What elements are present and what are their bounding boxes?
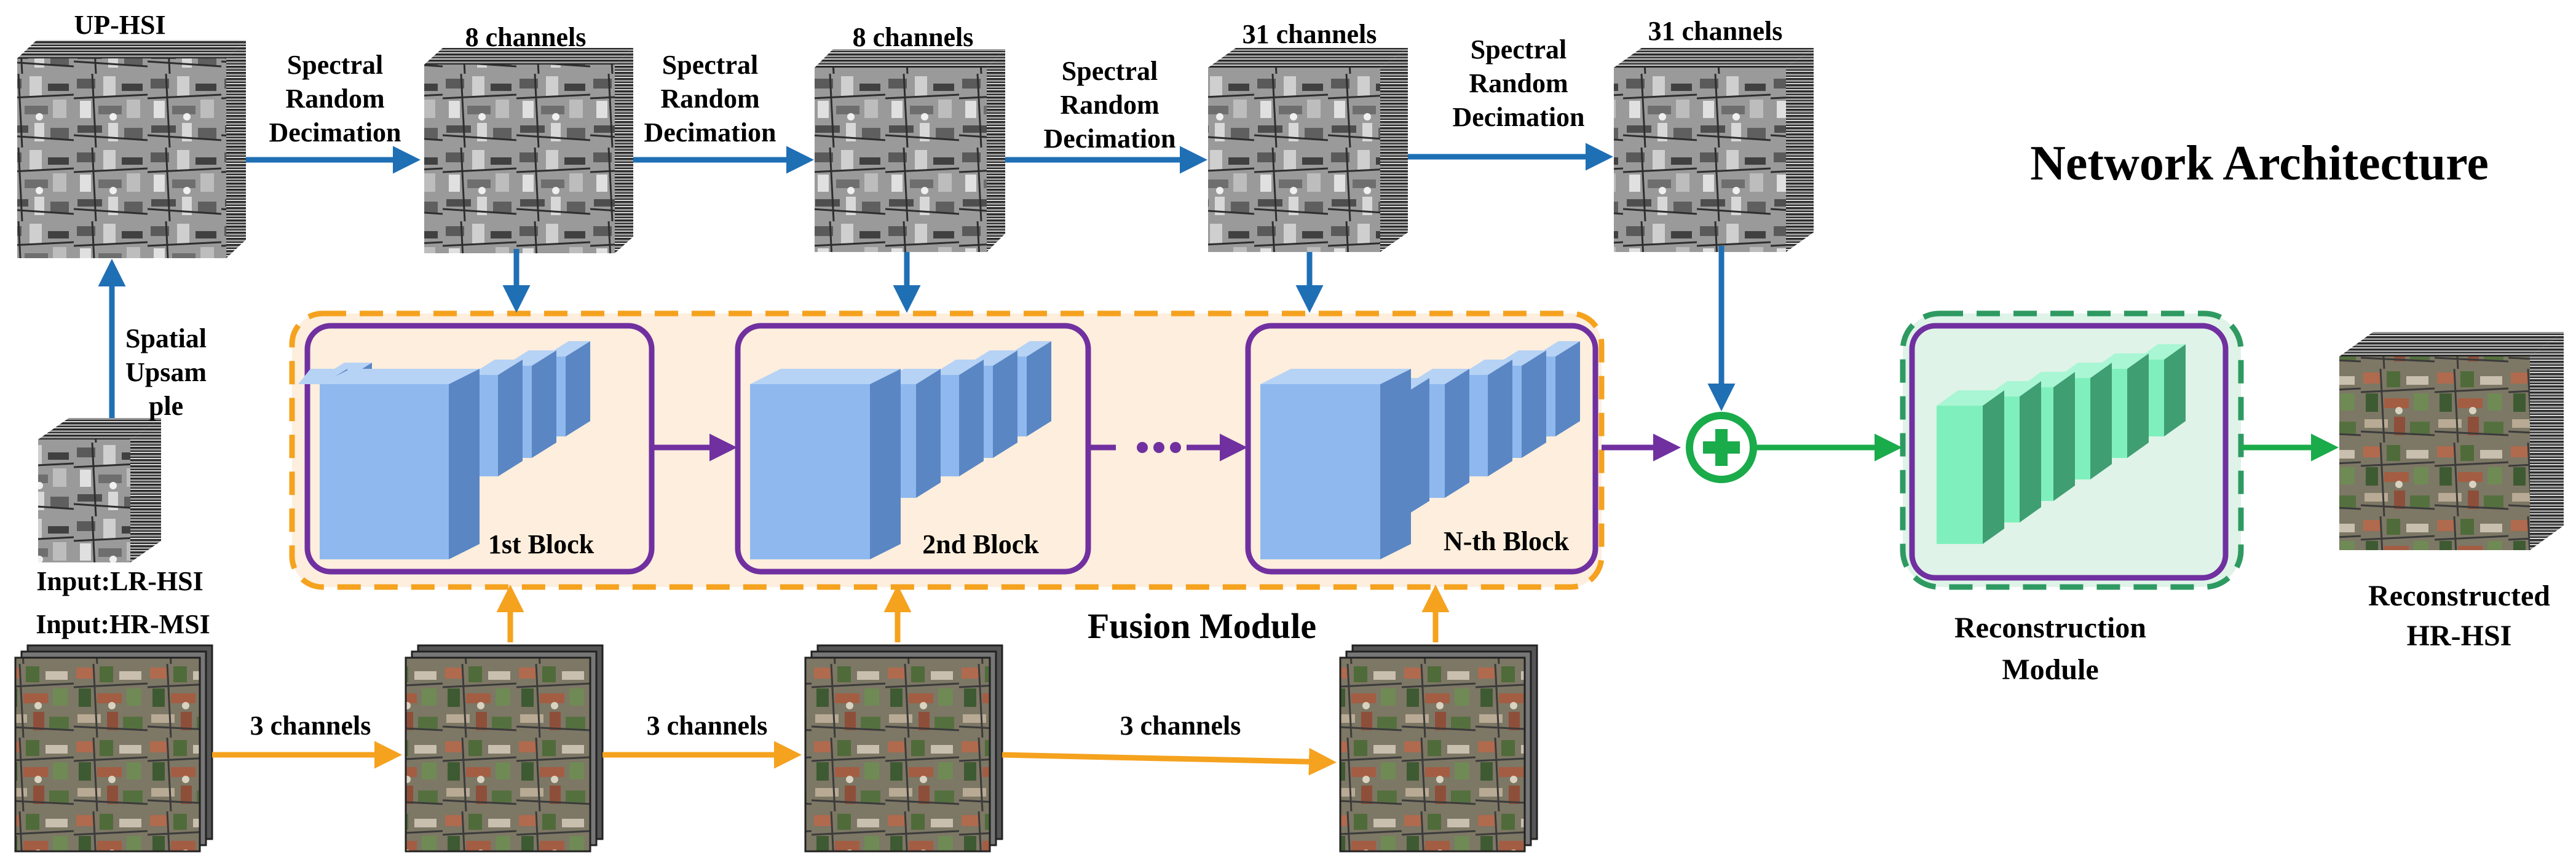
fusion-block-2	[735, 323, 1091, 575]
cube-label-8ch-b: 8 channels	[853, 22, 974, 52]
reconstruction-label-line: Reconstruction	[1954, 612, 2146, 644]
fusion-block-n	[1245, 323, 1598, 575]
up-hsi-cube	[17, 40, 246, 258]
decimation-label-2: Spectral Random Decimation	[644, 50, 776, 148]
block-n-label: N-th Block	[1444, 526, 1570, 556]
ellipsis-icon	[1137, 442, 1181, 453]
msi-stack-2	[804, 644, 1003, 853]
fusion-block-1-layers	[298, 341, 590, 559]
decimation-label-line: Random	[285, 84, 384, 114]
input-hr-msi-label: Input:HR-MSI	[36, 609, 210, 639]
msi-channel-label-2: 3 channels	[647, 711, 768, 741]
hsi-cube-31ch-a	[1208, 48, 1408, 252]
decimation-label-line: Random	[1469, 68, 1568, 98]
decimation-label-line: Spectral	[662, 50, 758, 80]
hsi-cube-8ch-a	[424, 48, 633, 253]
diagram-title: Network Architecture	[2030, 136, 2489, 191]
decimation-label-line: Spectral	[1062, 56, 1158, 86]
decimation-label-line: Decimation	[269, 117, 401, 148]
msi-stack-3	[1339, 644, 1538, 853]
hsi-cube-31ch-b	[1614, 48, 1814, 252]
output-label: Reconstructed HR-HSI	[2368, 580, 2550, 652]
decimation-label-line: Decimation	[1452, 102, 1584, 132]
hsi-cube-8ch-b	[815, 49, 1005, 252]
spatial-upsample-line: Upsam	[125, 357, 207, 387]
reconstruction-label-line: Module	[2002, 653, 2098, 686]
lr-hsi-cube	[38, 418, 161, 562]
decimation-label-line: Decimation	[1043, 124, 1175, 154]
decimation-label-line: Random	[660, 84, 759, 114]
cube-label-31ch-b: 31 channels	[1648, 16, 1783, 46]
reconstruction-module-label: Reconstruction Module	[1954, 612, 2146, 686]
msi-stack-input	[14, 644, 213, 853]
decimation-label-4: Spectral Random Decimation	[1452, 34, 1584, 132]
output-label-line: Reconstructed	[2368, 580, 2550, 612]
fusion-block-1	[298, 323, 655, 575]
decimation-label-3: Spectral Random Decimation	[1043, 56, 1175, 154]
block-1-label: 1st Block	[488, 529, 595, 559]
spatial-upsample-line: ple	[149, 391, 183, 421]
plus-circle-icon	[1686, 412, 1757, 483]
fusion-module-label: Fusion Module	[1088, 606, 1316, 646]
msi-channel-label-1: 3 channels	[250, 711, 371, 741]
decimation-label-line: Random	[1060, 90, 1159, 120]
decimation-label-line: Decimation	[644, 117, 776, 148]
block-2-label: 2nd Block	[922, 529, 1039, 559]
msi-stack-1	[405, 644, 604, 853]
spatial-upsample-label: Spatial Upsam ple	[125, 323, 207, 421]
output-label-line: HR-HSI	[2407, 620, 2512, 652]
spatial-upsample-line: Spatial	[125, 323, 207, 353]
decimation-label-line: Spectral	[287, 50, 383, 80]
up-hsi-label: UP-HSI	[74, 10, 165, 40]
reconstruction-block	[1909, 323, 2229, 581]
decimation-label-1: Spectral Random Decimation	[269, 50, 401, 148]
cube-label-31ch-a: 31 channels	[1243, 19, 1377, 49]
cube-label-8ch-a: 8 channels	[465, 22, 587, 52]
reconstructed-hr-hsi-cube	[2339, 332, 2564, 550]
decimation-label-line: Spectral	[1471, 34, 1567, 65]
msi-arrow-3	[1002, 747, 1337, 776]
msi-channel-label-3: 3 channels	[1120, 711, 1241, 741]
input-lr-hsi-label: Input:LR-HSI	[36, 566, 203, 596]
